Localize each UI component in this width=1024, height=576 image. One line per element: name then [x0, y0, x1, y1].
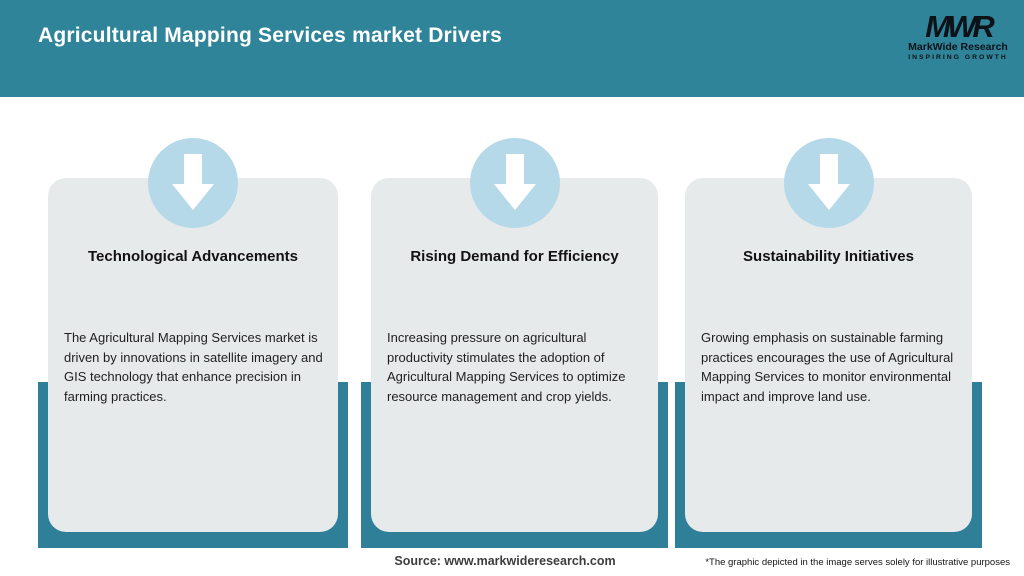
- disclaimer-note: *The graphic depicted in the image serve…: [705, 557, 1010, 568]
- card-body-text: Increasing pressure on agricultural prod…: [387, 330, 626, 404]
- card-panel: Rising Demand for Efficiency Increasing …: [371, 178, 658, 532]
- card-panel: Sustainability Initiatives Growing empha…: [685, 178, 972, 532]
- markwide-research-logo: MWR MarkWide Research INSPIRING GROWTH: [906, 9, 1010, 62]
- logo-company-name: MarkWide Research: [908, 41, 1008, 53]
- card-body-text: The Agricultural Mapping Services market…: [64, 330, 323, 404]
- source-credit: Source: www.markwideresearch.com: [394, 554, 616, 568]
- logo-mwr-monogram: MWR: [925, 9, 994, 44]
- down-arrow-icon: [783, 138, 874, 228]
- card-title: Rising Demand for Efficiency: [410, 248, 619, 265]
- card-panel: Technological Advancements The Agricultu…: [48, 178, 338, 532]
- card-body-text: Growing emphasis on sustainable farming …: [701, 330, 954, 404]
- logo-tagline: INSPIRING GROWTH: [908, 54, 1008, 61]
- card-title: Technological Advancements: [87, 248, 299, 265]
- down-arrow-icon: [148, 138, 238, 228]
- down-arrow-icon: [469, 138, 560, 228]
- page-title: Agricultural Mapping Services market Dri…: [38, 24, 502, 47]
- header-bar: Agricultural Mapping Services market Dri…: [0, 0, 1024, 97]
- card-title: Sustainability Initiatives: [743, 248, 914, 265]
